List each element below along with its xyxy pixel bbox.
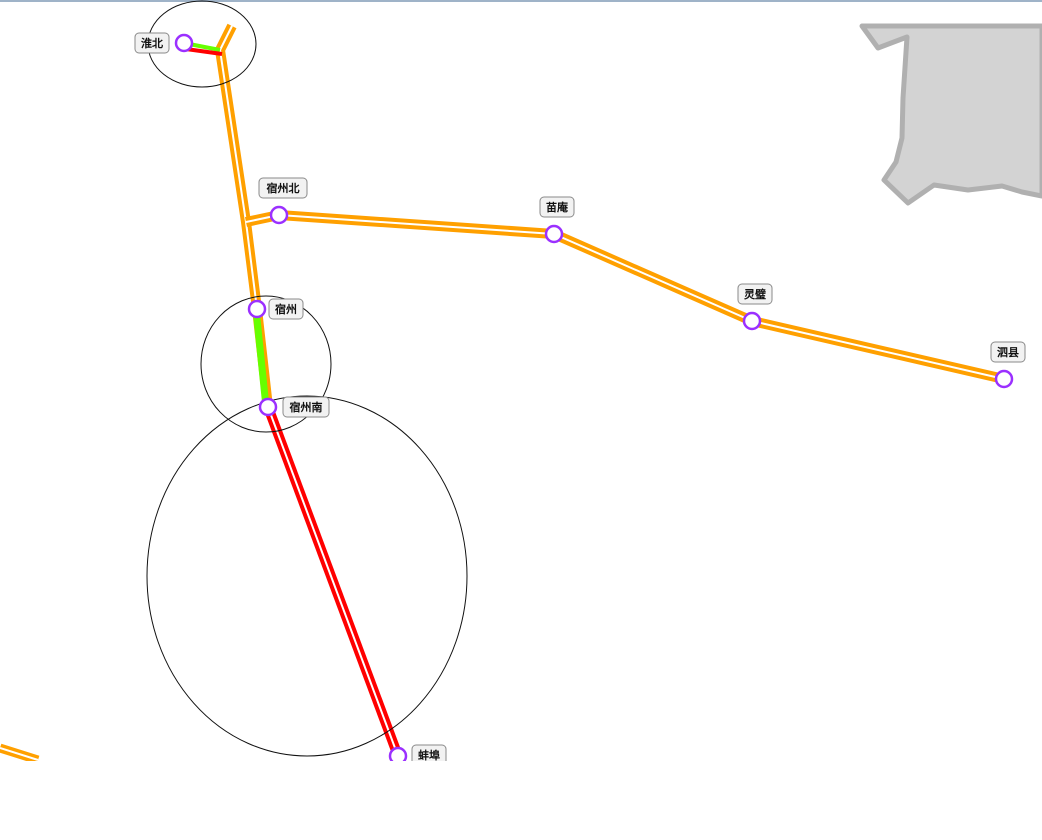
station-name-suzhou-south: 宿州南 (290, 400, 323, 414)
station-name-yongqiao: 苗庵 (546, 200, 569, 214)
region-polygon (859, 23, 1042, 206)
orange-east-branch (244, 210, 1006, 384)
map-crop-mask (0, 761, 1042, 840)
station-bengbu[interactable]: 蚌埠 (388, 744, 447, 766)
station-name-suzhou: 宿州 (275, 302, 297, 316)
station-lingbi[interactable]: 灵璧 (737, 283, 773, 331)
station-yongqiao[interactable]: 苗庵 (539, 196, 575, 244)
station-name-sixian: 泗县 (997, 345, 1019, 359)
station-node-suzhou-north[interactable] (269, 205, 289, 225)
station-node-yongqiao[interactable] (544, 224, 564, 244)
station-node-suzhou-south[interactable] (258, 397, 278, 417)
bottom-left-line-segment (0, 743, 40, 765)
station-label-suzhou-north: 宿州北 (258, 177, 308, 199)
station-label-bengbu: 蚌埠 (411, 744, 447, 766)
station-label-suzhou-south: 宿州南 (282, 396, 330, 418)
station-name-bengbu: 蚌埠 (418, 748, 440, 762)
circle-bengbu-region (146, 395, 468, 757)
huaibei-red-connector (185, 47, 223, 56)
station-node-lingbi[interactable] (742, 311, 762, 331)
station-name-lingbi: 灵璧 (744, 287, 766, 301)
station-suzhou[interactable]: 宿州 (247, 298, 304, 320)
circle-suzhou (200, 295, 332, 433)
station-sixian[interactable]: 泗县 (990, 341, 1026, 389)
station-suzhou-north[interactable]: 宿州北 (258, 177, 308, 225)
station-node-huaibei[interactable] (174, 33, 194, 53)
station-label-lingbi: 灵璧 (737, 283, 773, 305)
station-label-suzhou: 宿州 (268, 298, 304, 320)
red-line (263, 405, 403, 758)
station-huaibei[interactable]: 淮北 (134, 32, 194, 54)
station-label-yongqiao: 苗庵 (539, 196, 575, 218)
station-name-huaibei: 淮北 (141, 36, 163, 50)
station-label-huaibei: 淮北 (134, 32, 170, 54)
station-label-sixian: 泗县 (990, 341, 1026, 363)
window-top-border (0, 0, 1042, 2)
station-node-sixian[interactable] (994, 369, 1014, 389)
station-node-suzhou[interactable] (247, 299, 267, 319)
station-suzhou-south[interactable]: 宿州南 (258, 396, 330, 418)
green-line-segment (252, 308, 270, 408)
station-name-suzhou-north: 宿州北 (267, 181, 300, 195)
